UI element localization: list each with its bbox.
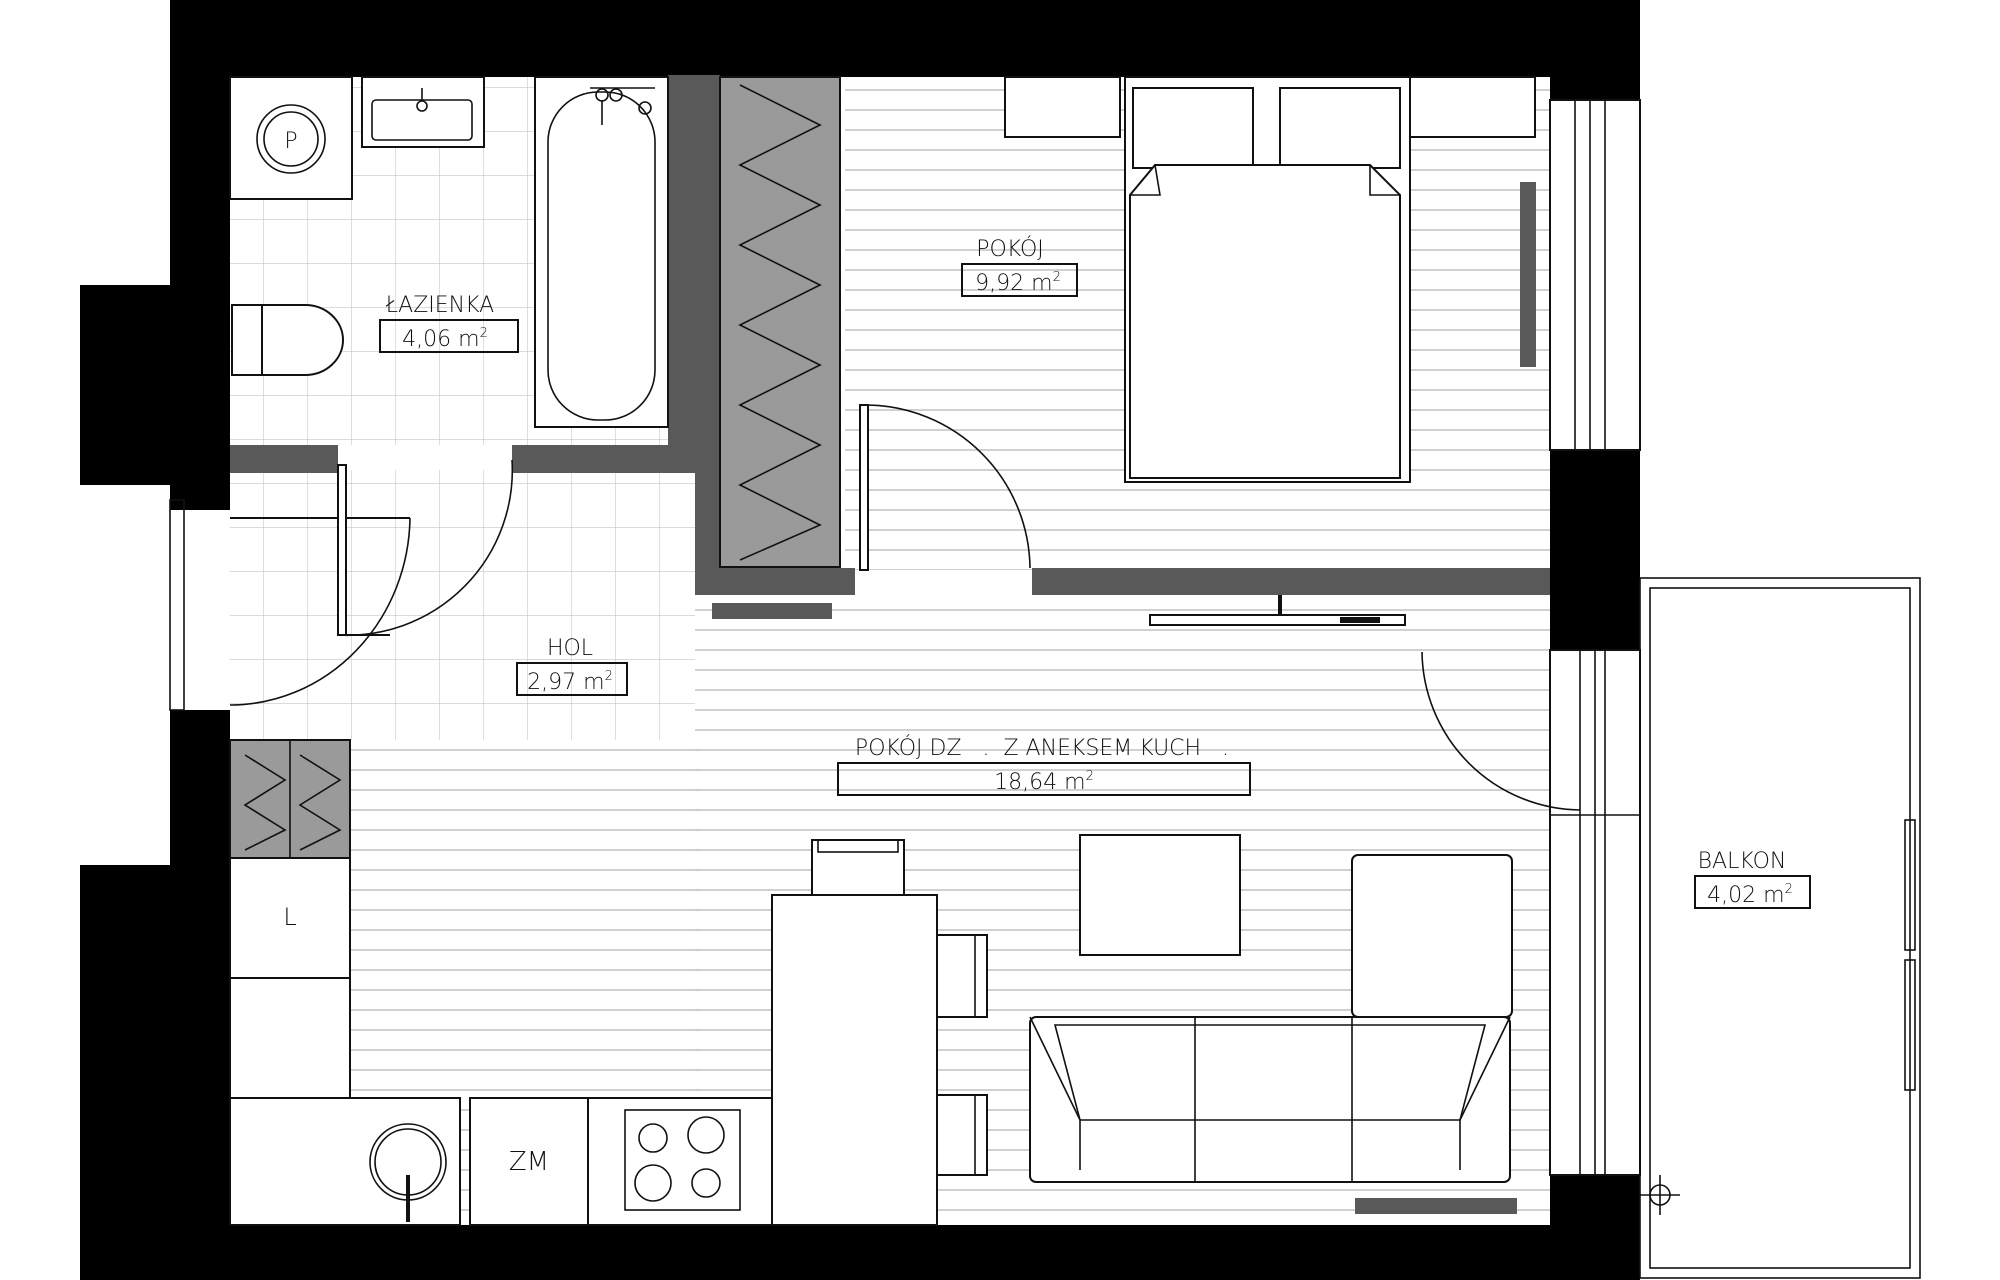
entrance-door: [169, 459, 514, 711]
partitions: [230, 75, 1550, 1214]
room-area: 4,06 m2: [402, 326, 488, 352]
room-area: 4,02 m2: [1707, 882, 1793, 908]
coffee-table: [1079, 834, 1241, 956]
sink-counter: [361, 76, 485, 148]
room-area: 9,92 m2: [975, 270, 1061, 296]
bedroom-furniture: [1004, 76, 1536, 483]
outer-walls: [80, 0, 1640, 1280]
wardrobe-living: [229, 739, 351, 859]
room-name: BALKON: [1698, 849, 1787, 874]
wardrobe-bedroom: [719, 76, 841, 568]
bedroom-window: [1549, 99, 1641, 451]
living-furniture: [1029, 834, 1513, 1183]
room-name: POKÓJ: [976, 236, 1044, 262]
room-name: POKÓJ DZ . Z ANEKSEM KUCH .: [855, 735, 1229, 761]
toilet-tank: [231, 304, 263, 376]
room-area: 18,64 m2: [994, 769, 1094, 795]
dining-set: [771, 839, 988, 1226]
fridge-label: L: [283, 903, 296, 931]
hall-tiles: [230, 470, 695, 740]
bathroom-fixtures: P: [229, 76, 669, 428]
boiler-cabinet: [229, 76, 353, 200]
boiler-label: P: [284, 129, 297, 154]
balcony-door: [1421, 649, 1641, 1176]
room-label-lazienka: ŁAZIENKA 4,06 m2: [379, 293, 519, 353]
armchair: [1351, 854, 1513, 1018]
dishwasher-label: ZM: [509, 1147, 549, 1177]
toilet-bowl: [261, 304, 344, 376]
room-label-pokoj: POKÓJ 9,92 m2: [961, 236, 1078, 297]
room-name: ŁAZIENKA: [385, 293, 494, 318]
tv-unit: [1149, 595, 1406, 626]
room-name: HOL: [547, 636, 593, 661]
kitchen: L ZM: [229, 857, 779, 1226]
balcony: [1639, 577, 1921, 1279]
sofa: [1029, 1016, 1511, 1183]
room-label-dzienny: POKÓJ DZ . Z ANEKSEM KUCH . 18,64 m2: [837, 735, 1251, 796]
bedroom-door: [859, 404, 1031, 571]
bathtub: [534, 76, 669, 428]
room-area: 2,97 m2: [527, 669, 613, 695]
room-label-balkon: BALKON 4,02 m2: [1694, 849, 1811, 909]
room-label-hol: HOL 2,97 m2: [516, 636, 628, 696]
